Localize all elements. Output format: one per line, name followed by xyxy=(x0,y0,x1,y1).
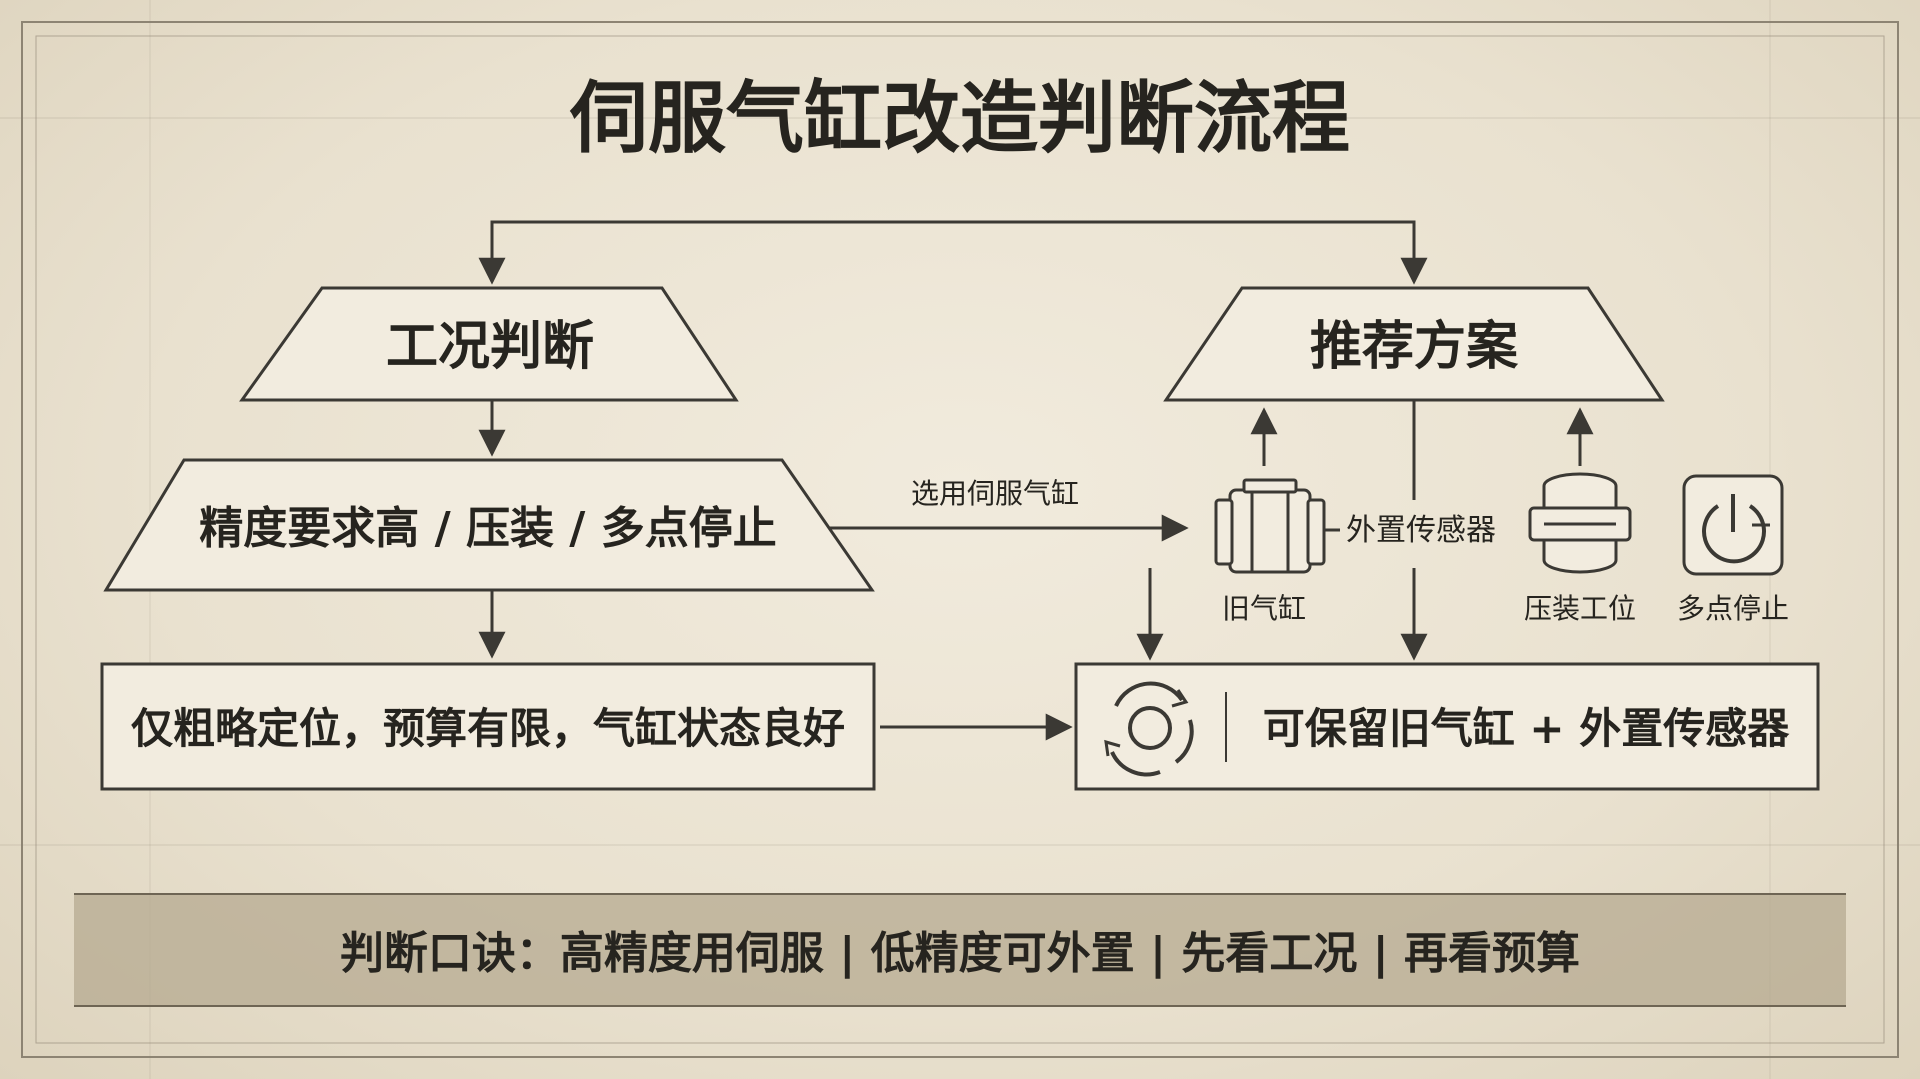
low-precision-label: 仅粗略定位，预算有限，气缸状态良好 xyxy=(131,704,845,753)
recommendation-header-node: 推荐方案 xyxy=(1163,286,1665,402)
condition-header-node: 工况判断 xyxy=(239,286,739,402)
refresh-cycle-icon xyxy=(1104,681,1194,777)
old-cylinder-label: 旧气缸 xyxy=(1222,592,1306,625)
press-station-icon xyxy=(1528,472,1632,574)
mnemonic-band: 判断口诀：高精度用伺服 | 低精度可外置 | 先看工况 | 再看预算 xyxy=(74,893,1846,1007)
result-node: 可保留旧气缸 + 外置传感器 xyxy=(1074,662,1820,791)
high-precision-node: 精度要求高 / 压装 / 多点停止 xyxy=(103,458,875,592)
mnemonic-text: 判断口诀：高精度用伺服 | 低精度可外置 | 先看工况 | 再看预算 xyxy=(340,928,1580,979)
top-connector xyxy=(478,220,1428,285)
high-precision-label: 精度要求高 / 压装 / 多点停止 xyxy=(199,503,776,554)
condition-header-label: 工况判断 xyxy=(386,317,594,377)
press-station-label: 压装工位 xyxy=(1524,592,1636,625)
multi-stop-label: 多点停止 xyxy=(1677,592,1789,625)
page-title: 伺服气缸改造判断流程 xyxy=(569,74,1350,164)
power-stop-icon xyxy=(1682,474,1784,576)
result-label: 可保留旧气缸 + 外置传感器 xyxy=(1263,704,1790,753)
low-precision-node: 仅粗略定位，预算有限，气缸状态良好 xyxy=(100,662,876,791)
cylinder-icon xyxy=(1214,478,1340,574)
recommendation-header-label: 推荐方案 xyxy=(1310,317,1519,377)
select-servo-label: 选用伺服气缸 xyxy=(911,477,1079,510)
sensor-label: 外置传感器 xyxy=(1346,513,1496,548)
